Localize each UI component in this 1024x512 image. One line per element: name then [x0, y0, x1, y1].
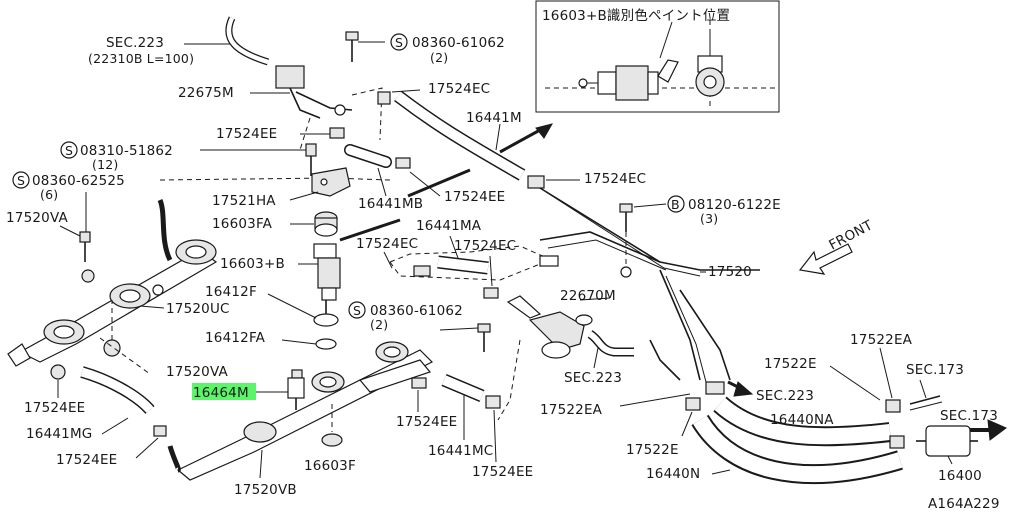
label-17524ee-e: 17524EE	[396, 414, 457, 430]
label-sec223-mid: SEC.223	[564, 370, 622, 386]
highlight-16464m	[192, 383, 256, 400]
label-17520va-bot: 17520VA	[166, 364, 229, 380]
bolt-08360-top: S	[345, 31, 408, 62]
symbol-s-08310: S	[65, 143, 73, 158]
label-22675m: 22675M	[178, 85, 234, 101]
part-16464m-sensor	[287, 369, 305, 410]
label-sec223-top-sub: (22310B L=100)	[88, 51, 194, 66]
label-17524ec-d: 17524EC	[454, 238, 516, 254]
label-16441ma: 16441MA	[416, 218, 482, 234]
label-08360-top: 08360-61062	[412, 35, 505, 51]
injector-top-view	[695, 30, 725, 97]
label-08360-a: 08360-62525	[32, 173, 125, 189]
label-sec223-top: SEC.223	[106, 35, 164, 51]
label-17524ee-c: 17524EE	[56, 452, 117, 468]
label-sec173-b: SEC.173	[940, 408, 998, 424]
label-16440na: 16440NA	[770, 412, 834, 428]
hose-16440na	[713, 396, 892, 447]
label-08120-qty: (3)	[700, 211, 718, 226]
label-sec173-a: SEC.173	[906, 362, 964, 378]
label-17522e-a: 17522E	[764, 356, 817, 372]
part-16400-fuel-filter	[916, 425, 978, 457]
label-16603b: 16603+B	[220, 256, 285, 272]
label-17520: 17520	[708, 264, 752, 280]
label-17524ec-a: 17524EC	[428, 81, 490, 97]
label-08310-qty: (12)	[92, 157, 118, 172]
front-arrow: FRONT	[798, 217, 876, 275]
label-17524ee-a: 17524EE	[216, 126, 277, 142]
label-17522ea-a: 17522EA	[540, 402, 603, 418]
label-16603fa: 16603FA	[212, 216, 273, 232]
label-17521ha: 17521HA	[212, 193, 276, 209]
label-17524ee-d: 17524EE	[444, 189, 505, 205]
inset-box: 16603+B識別色ペイント位置	[535, 0, 780, 113]
fuel-rail-upper	[7, 199, 218, 367]
label-08360-mid: 08360-61062	[370, 303, 463, 319]
label-16412fa: 16412FA	[205, 330, 266, 346]
symbol-s-08360-a: S	[17, 173, 25, 188]
label-17520va-top: 17520VA	[6, 210, 69, 226]
label-17520uc: 17520UC	[166, 301, 230, 317]
label-16441mg: 16441MG	[26, 426, 92, 442]
label-17524ec-c: 17524EC	[356, 236, 418, 252]
part-17521ha	[311, 167, 351, 197]
label-front: FRONT	[826, 217, 876, 254]
symbol-s-08360-mid: S	[353, 303, 361, 318]
fuel-rail-lower	[167, 341, 434, 481]
label-16400: 16400	[938, 468, 982, 484]
label-17524ee-f: 17524EE	[472, 464, 533, 480]
inset-title: 16603+B識別色ペイント位置	[542, 7, 730, 24]
injector-side-view	[578, 59, 679, 101]
label-17524ee-b: 17524EE	[24, 400, 85, 416]
reference-code: A164A229	[928, 496, 1000, 512]
part-22675m-valve	[275, 65, 353, 119]
label-08360-a-qty: (6)	[40, 187, 58, 202]
label-17522e-b: 17522E	[626, 442, 679, 458]
label-08360-top-qty: (2)	[430, 50, 448, 65]
label-16441m: 16441M	[466, 110, 522, 126]
label-22670m: 22670M	[560, 288, 616, 304]
label-17520vb: 17520VB	[234, 482, 297, 498]
label-08310: 08310-51862	[80, 143, 173, 159]
label-17524ec-b: 17524EC	[584, 171, 646, 187]
label-16441mc: 16441MC	[428, 443, 493, 459]
label-08360-mid-qty: (2)	[370, 317, 388, 332]
label-17522ea-b: 17522EA	[850, 332, 913, 348]
label-16412f: 16412F	[205, 284, 257, 300]
label-16441mb: 16441MB	[358, 196, 423, 212]
symbol-b-08120: B	[671, 197, 680, 212]
part-16603b-injector	[313, 243, 341, 314]
hose-16440n	[691, 414, 903, 485]
symbol-s-top: S	[395, 35, 403, 50]
label-16603f: 16603F	[304, 458, 356, 474]
part-22670m-regulator	[506, 295, 593, 359]
label-sec223-right: SEC.223	[756, 388, 814, 404]
part-16603fa-seal	[314, 211, 338, 237]
label-08120: 08120-6122E	[688, 197, 781, 213]
label-16464m[interactable]: 16464M	[193, 385, 249, 401]
label-16440n: 16440N	[646, 466, 700, 482]
